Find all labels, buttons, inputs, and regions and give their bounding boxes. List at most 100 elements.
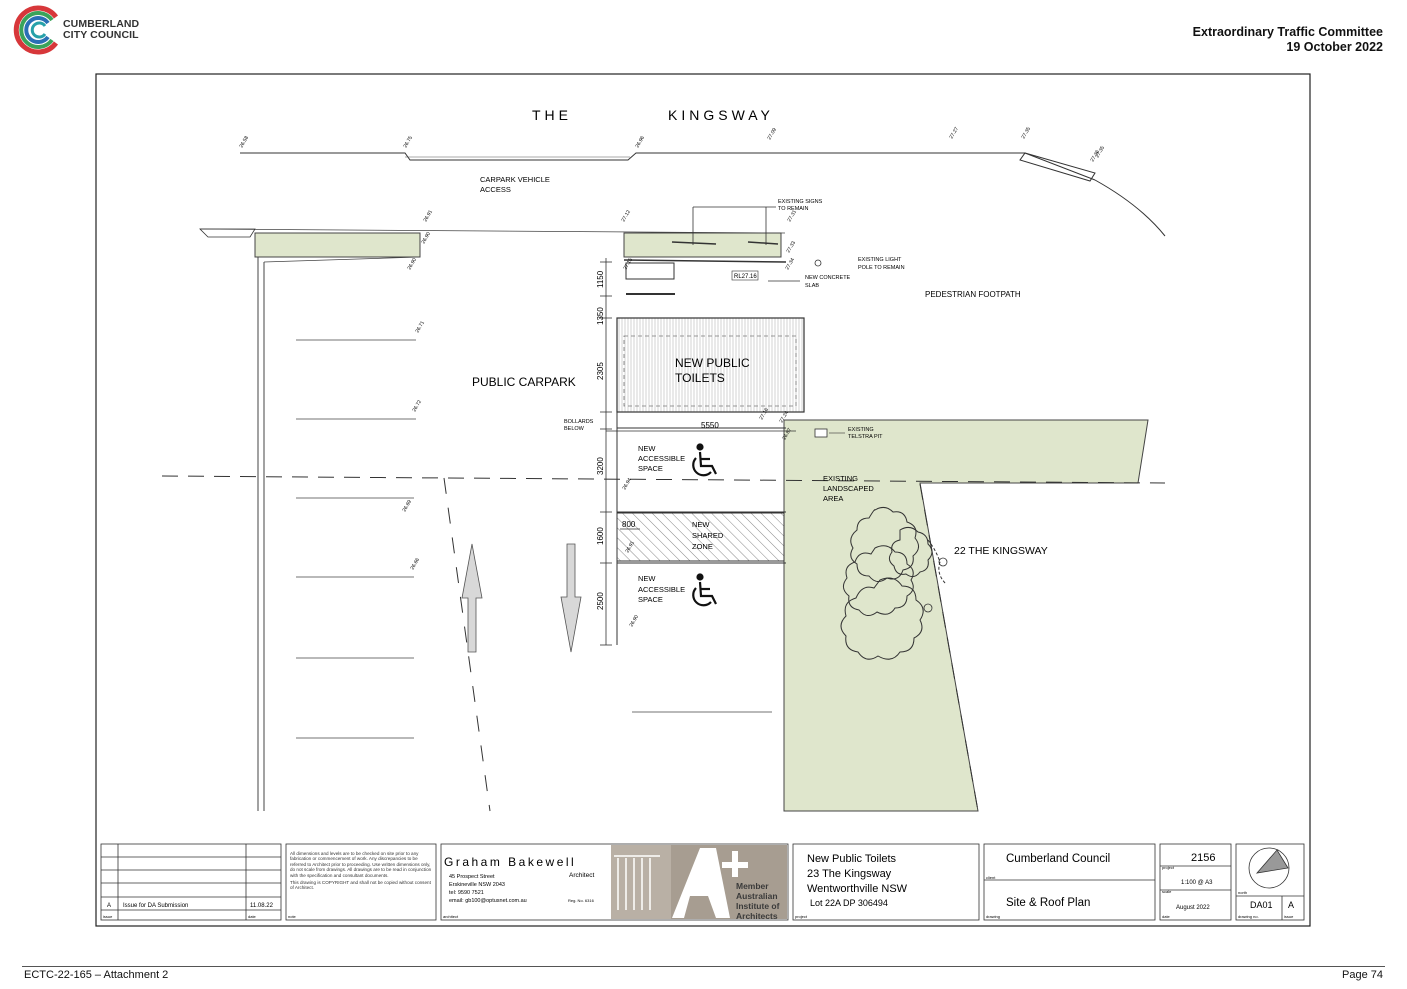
dim-800: 800	[622, 520, 636, 529]
title-block	[100, 843, 1305, 921]
revision-desc: Issue for DA Submission	[123, 903, 188, 909]
spot-level: 27.09	[767, 127, 779, 141]
accessible-space-1-label-2: ACCESSIBLE	[638, 454, 685, 463]
spot-level: 26.71	[415, 320, 427, 334]
street-name-kingsway: KINGSWAY	[668, 107, 774, 123]
architect-name: Graham Bakewell	[444, 855, 576, 869]
parking-bay-lines	[296, 339, 772, 739]
telstra-note-2: TELSTRA PIT	[848, 434, 883, 440]
architect-address-2: Erskineville NSW 2043	[449, 882, 505, 888]
spot-level: 27.12	[621, 209, 633, 223]
council-name: CUMBERLAND CITY COUNCIL	[63, 19, 139, 41]
architect-title: Architect	[569, 872, 594, 879]
label-date: date	[248, 914, 257, 919]
committee-date: 19 October 2022	[1286, 40, 1383, 54]
label-north: north	[1238, 890, 1247, 895]
landscaped-area	[783, 419, 1149, 812]
label-scale: scale	[1162, 889, 1172, 894]
shared-zone-label-2: SHARED	[692, 531, 724, 540]
kerb-end	[199, 228, 256, 238]
shared-zone-label-3: ZONE	[692, 542, 713, 551]
rl-label-box	[731, 270, 759, 281]
committee-heading: Extraordinary Traffic Committee 19 Octob…	[1193, 25, 1383, 55]
dim-1350: 1350	[596, 307, 605, 325]
planter-right	[623, 232, 782, 258]
street-name-the: THE	[532, 107, 572, 123]
centre-dashed-line	[161, 475, 1166, 484]
spot-level: 27.15	[623, 257, 635, 271]
label-architect: architect	[443, 914, 459, 919]
spot-level: 27.24	[779, 410, 791, 424]
landscaped-label-3: AREA	[823, 494, 843, 503]
committee-title: Extraordinary Traffic Committee	[1192, 25, 1383, 39]
dimension-chain	[600, 258, 796, 646]
spot-level: 27.35	[1095, 145, 1107, 159]
spot-level: 27.31	[787, 209, 799, 223]
slab-note: NEW CONCRETE	[805, 275, 851, 281]
toilets-building	[616, 317, 805, 413]
toilets-label: NEW PUBLIC	[675, 356, 750, 370]
bollards-note: BOLLARDS	[564, 419, 594, 425]
neighbour-label: 22 THE KINGSWAY	[954, 545, 1048, 557]
client-name: Cumberland Council	[1006, 853, 1110, 865]
project-line-3: Wentworthville NSW	[807, 883, 908, 895]
label-project-no: project	[1162, 865, 1175, 870]
spot-level: 26.90	[421, 231, 433, 245]
dim-1150: 1150	[596, 270, 605, 288]
landscaped-label-2: LANDSCAPED	[823, 484, 874, 493]
spot-level: 27.36	[1090, 149, 1102, 163]
label-client: client	[986, 875, 996, 880]
shared-zone-label: NEW	[692, 520, 710, 529]
light-note: EXISTING LIGHT	[858, 257, 902, 263]
architect-address-1: 45 Prospect Street	[449, 874, 495, 880]
architect-tel: tel: 9590 7521	[449, 890, 484, 896]
project-number: 2156	[1191, 852, 1215, 864]
label-note: note	[288, 914, 297, 919]
spot-level: 27.33	[786, 240, 798, 254]
footer-rule	[22, 966, 1385, 967]
arrow-up	[461, 543, 483, 653]
tree-canopies	[840, 506, 947, 660]
architect-reg: Reg. No. 6316	[568, 898, 595, 903]
dim-1600: 1600	[596, 527, 605, 545]
spot-level: 27.35	[1021, 126, 1033, 140]
bollards-note-2: BELOW	[564, 426, 585, 432]
spot-level: 27.34	[785, 257, 797, 271]
footpath-label: PEDESTRIAN FOOTPATH	[925, 290, 1021, 299]
signs-note-2: TO REMAIN	[778, 206, 808, 212]
telstra-note: EXISTING	[848, 427, 874, 433]
aia-line-2: Australian	[736, 891, 778, 901]
accessible-icon-1	[692, 443, 717, 477]
spot-level: 27.16	[759, 407, 771, 421]
slab-note-2: SLAB	[805, 283, 819, 289]
spot-level: 26.91	[625, 540, 637, 554]
accessible-space-2-label-3: SPACE	[638, 595, 663, 604]
spot-level: 26.66	[410, 557, 422, 571]
drawing-scale: 1:100 @ A3	[1181, 880, 1213, 886]
aia-line-4: Architects	[736, 911, 778, 921]
dim-3200: 3200	[596, 457, 605, 475]
label-drawing: drawing	[986, 914, 1000, 919]
sheet-border	[95, 73, 1311, 927]
spot-level: 26.90	[407, 257, 419, 271]
kerb-line	[240, 152, 1096, 181]
council-name-line2: CITY COUNCIL	[63, 29, 139, 41]
spot-level: 26.87	[782, 427, 794, 441]
toilets-label-2: TOILETS	[675, 371, 725, 385]
revision-id: A	[107, 903, 111, 909]
spot-level: 26.91	[423, 209, 435, 223]
project-line-1: New Public Toilets	[807, 853, 897, 865]
drawing-number: DA01	[1250, 900, 1273, 910]
project-line-4: Lot 22A DP 306494	[810, 898, 888, 908]
label-date-2: date	[1162, 914, 1171, 919]
dim-2305: 2305	[596, 362, 605, 380]
council-name-line1: CUMBERLAND	[63, 18, 140, 30]
boundary-line	[199, 228, 786, 234]
spot-level: 26.96	[635, 135, 647, 149]
rl-level: RL27.16	[734, 274, 757, 280]
project-line-2: 23 The Kingsway	[807, 868, 892, 880]
label-drawing-no: drawing no.	[1238, 914, 1259, 919]
spot-level: 26.69	[402, 499, 414, 513]
accessible-space-1-label-3: SPACE	[638, 464, 663, 473]
aia-line-1: Member	[736, 881, 769, 891]
